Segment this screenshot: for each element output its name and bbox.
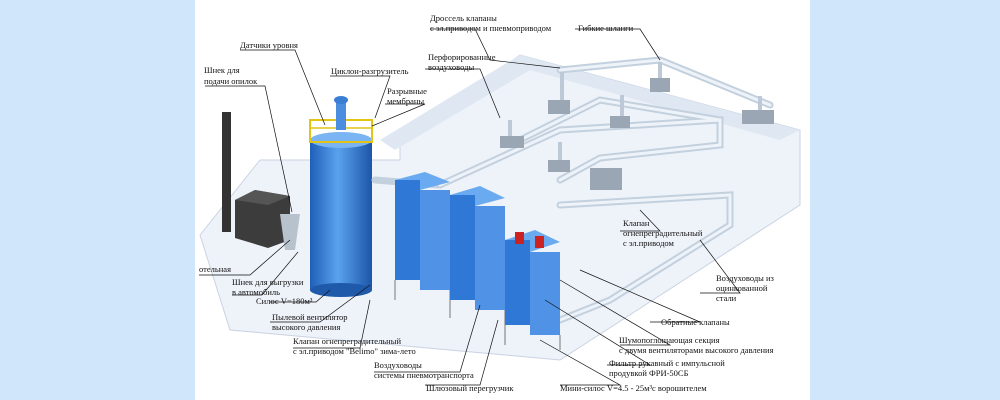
- label-fire-valve-1: Клапан: [623, 218, 650, 228]
- label-throttle-valves-1: Дроссель клапаны: [430, 13, 497, 23]
- label-transport-ducts-2: системы пневмотранспорта: [374, 370, 474, 380]
- machines: [500, 78, 774, 190]
- label-bag-filter-2: продувкой ФРИ-50СБ: [609, 368, 689, 378]
- label-check-valves: Обратные клапаны: [661, 317, 730, 327]
- label-cyclone-unloader: Циклон-разгрузитель: [331, 66, 409, 76]
- label-fire-valve-2: огнепреградительный: [623, 228, 703, 238]
- label-flexible-hoses: Гибкие шланги: [578, 23, 634, 33]
- label-belimo-valve-2: с эл.приводом "Belimo" зима-лето: [293, 346, 416, 356]
- label-belimo-valve-1: Клапан огнепреградительный: [293, 336, 401, 346]
- label-airlock: Шлюзовый перегрузчик: [426, 383, 514, 393]
- label-noise-section-2: с двумя вентиляторами высокого давления: [619, 345, 774, 355]
- label-throttle-valves-2: с эл.приводом и пневмоприводом: [430, 23, 552, 33]
- leader-lines: [199, 28, 741, 386]
- label-mini-silo: Мини-силос V=4.5 - 25м³с ворошителем: [560, 383, 707, 393]
- label-boiler-room: отельная: [199, 264, 231, 274]
- label-galv-ducts-1: Воздуховоды из: [716, 273, 775, 283]
- silo-180: [309, 96, 373, 297]
- label-perforated-ducts-1: Перфорированные: [428, 52, 496, 62]
- label-galv-ducts-3: стали: [716, 293, 737, 303]
- ductwork-light: [438, 58, 772, 322]
- label-level-sensors: Датчики уровня: [240, 40, 298, 50]
- boiler: [235, 190, 290, 248]
- chimney: [222, 112, 231, 232]
- label-perforated-ducts-2: воздуховоды: [428, 62, 474, 72]
- label-bag-filter-1: Фильтр рукавный с импульсной: [609, 358, 725, 368]
- label-feed-auger-2: подачи опилок: [204, 76, 258, 86]
- filter-unit-3: [504, 230, 561, 350]
- label-transport-ducts-1: Воздуховоды: [374, 360, 422, 370]
- label-unload-auger-1: Шнек для выгрузки: [232, 277, 304, 287]
- hopper: [280, 214, 300, 250]
- building-wall: [380, 55, 800, 150]
- label-feed-auger-1: Шнек для: [204, 65, 240, 75]
- label-fan-2: высокого давления: [272, 322, 340, 332]
- label-fan-1: Пылевой вентилятор: [272, 312, 348, 322]
- labels: Дроссель клапаны с эл.приводом и пневмоп…: [199, 13, 775, 393]
- filter-unit-2: [449, 186, 506, 325]
- label-burst-membranes-1: Разрывные: [387, 86, 427, 96]
- label-unload-auger-2: в автомобиль: [232, 287, 280, 297]
- label-galv-ducts-2: оцинкованной: [716, 283, 768, 293]
- label-silo: Силос V=180м³: [256, 296, 313, 306]
- label-noise-section-1: Шумопоглощающая секция: [619, 335, 720, 345]
- label-fire-valve-3: с эл.приводом: [623, 238, 674, 248]
- filter-unit-1: [394, 172, 451, 308]
- label-burst-membranes-2: мембраны: [387, 96, 424, 106]
